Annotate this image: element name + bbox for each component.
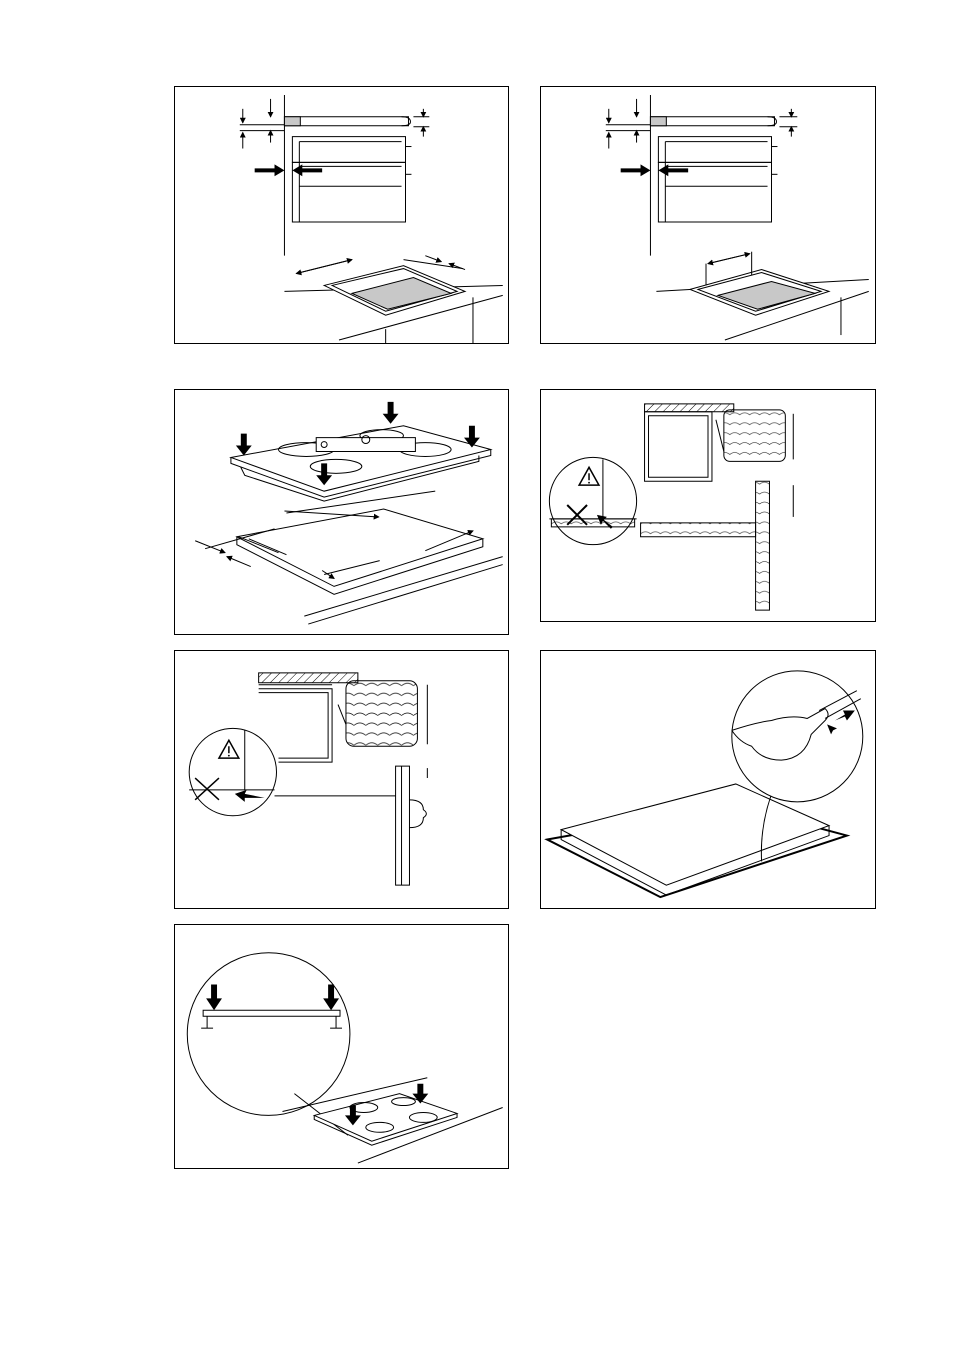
figure-hob-insertion (174, 389, 509, 635)
worktop-edge-drawing (175, 651, 508, 908)
figure-cutout-dimensions-oven (540, 86, 876, 344)
figure-hob-removal (540, 650, 876, 909)
hob-insertion-drawing (175, 390, 508, 634)
figure-hob-pressing (174, 924, 509, 1169)
figure-worktop-seal-warning (540, 389, 876, 622)
seal-strip (284, 117, 300, 126)
hob-removal-drawing (541, 651, 875, 908)
cutout-dimensions-oven-drawing (541, 87, 875, 343)
worktop-seal-drawing (541, 390, 875, 621)
hob-pressing-drawing (175, 925, 508, 1168)
figure-cutout-dimensions-drawer (174, 86, 509, 344)
figure-worktop-edge-warning (174, 650, 509, 909)
arrow-right-icon (255, 164, 285, 176)
cutout-dimensions-drawing (175, 87, 508, 343)
arrow-down-icon (383, 402, 399, 424)
